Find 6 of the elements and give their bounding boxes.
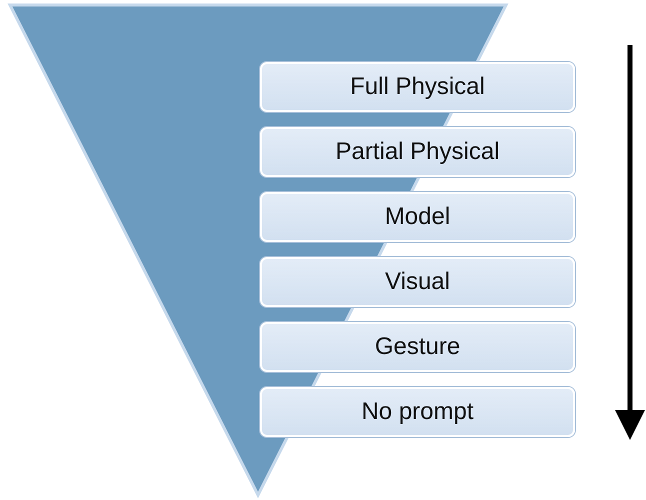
level-box: Visual — [260, 257, 575, 307]
level-box: Model — [260, 192, 575, 242]
level-box: No prompt — [260, 387, 575, 437]
level-box: Partial Physical — [260, 127, 575, 177]
level-box: Full Physical — [260, 62, 575, 112]
level-box: Gesture — [260, 322, 575, 372]
